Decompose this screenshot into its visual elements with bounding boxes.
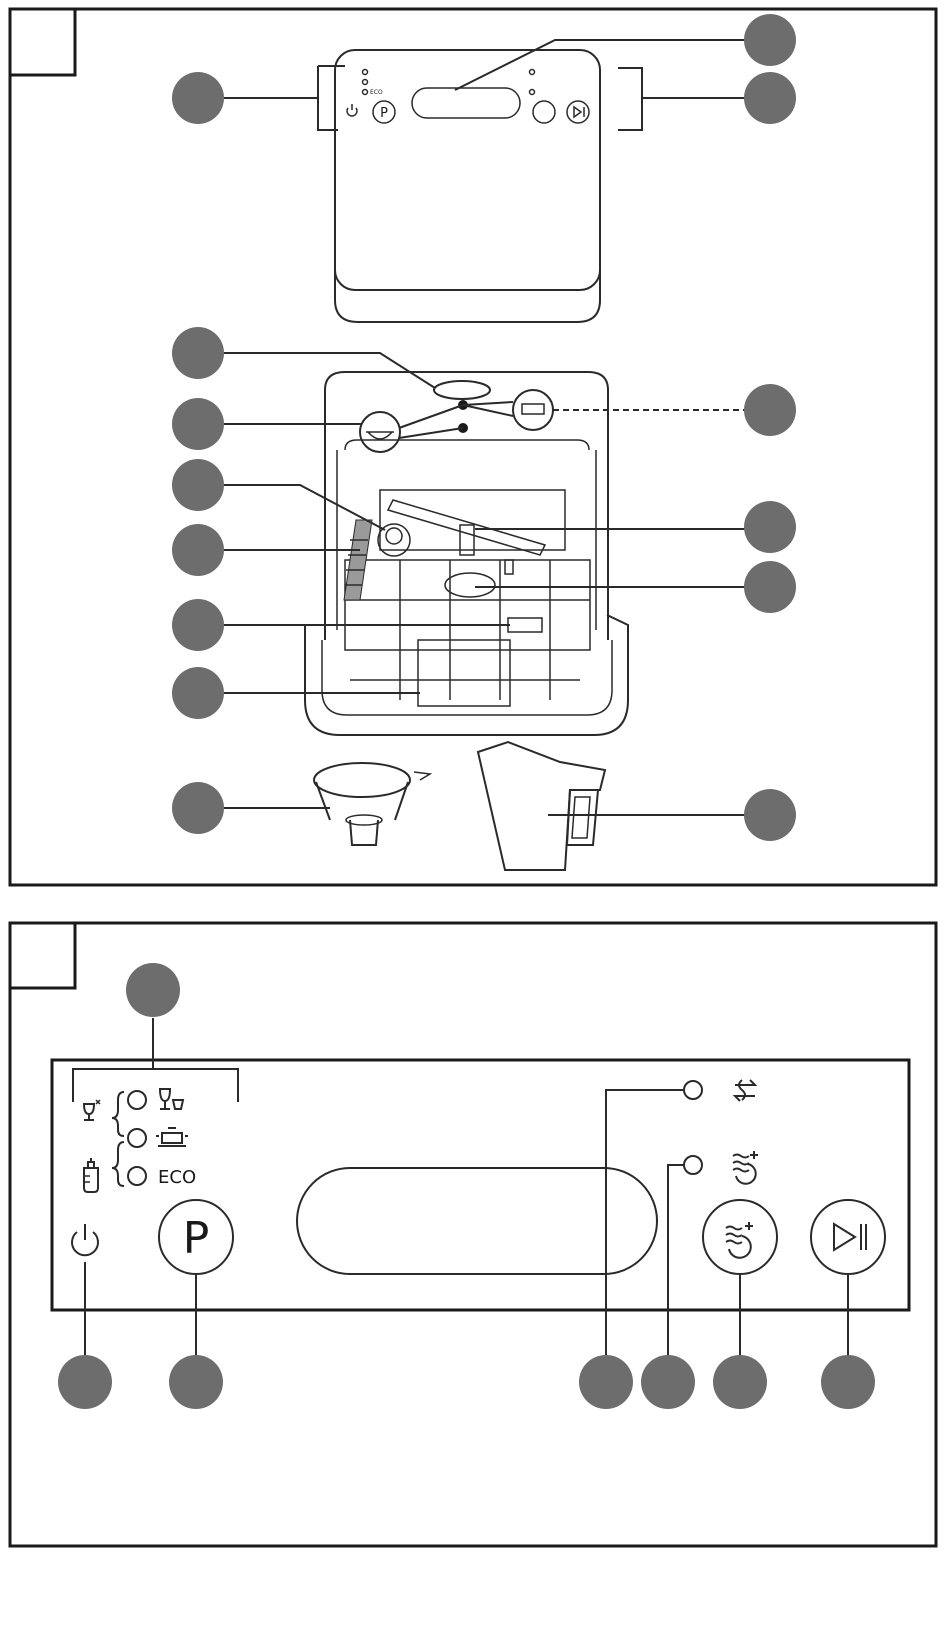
rinse-icon <box>735 1080 755 1101</box>
water-fill-cap <box>434 381 490 399</box>
funnel <box>314 763 430 845</box>
play-pause-icon[interactable] <box>834 1224 866 1250</box>
callout-bubble <box>172 327 224 379</box>
leader-fill-cap <box>224 353 435 388</box>
open-inner-walls <box>337 450 596 630</box>
led-eco-program <box>128 1167 146 1185</box>
funnel-neck <box>346 815 382 825</box>
program-button-label: P <box>183 1213 210 1264</box>
start-pause-button[interactable] <box>811 1200 885 1274</box>
display-window-small <box>412 88 520 118</box>
funnel-tab <box>414 772 430 780</box>
panel-b-corner-tab <box>10 923 75 988</box>
bracket-right <box>618 68 642 130</box>
callout-bubble <box>172 599 224 651</box>
dishwasher-open <box>305 372 628 735</box>
glass-wash-icon <box>84 1100 100 1120</box>
filter-sump <box>445 573 495 597</box>
led-small-1 <box>363 70 368 75</box>
start-pause-button-small <box>567 101 589 123</box>
magnifier-left-detail <box>366 432 394 439</box>
door-inner <box>322 640 612 715</box>
program-led-bracket <box>73 1069 238 1102</box>
panel-a-corner-tab <box>10 9 75 75</box>
callout-bubble <box>713 1355 767 1409</box>
dishwasher-front: P ECO <box>318 50 642 322</box>
callout-bubble <box>172 459 224 511</box>
basket-grid <box>345 560 590 700</box>
program-button[interactable]: P <box>159 1200 233 1274</box>
callout-bubble <box>126 963 180 1017</box>
eco-label-small: ECO <box>370 89 383 96</box>
callout-bubble <box>744 501 796 553</box>
callout-bubble <box>744 14 796 66</box>
magnifier-pointers <box>399 402 513 438</box>
brace-lower <box>112 1142 124 1186</box>
led-extra-dry <box>684 1156 702 1174</box>
led-rinse <box>684 1081 702 1099</box>
funnel-rim <box>314 763 410 797</box>
led-small-4 <box>530 70 535 75</box>
back-wall <box>380 490 565 550</box>
magnifier-right <box>513 390 553 430</box>
callout-bubble <box>172 72 224 124</box>
callout-bubble <box>169 1355 223 1409</box>
baby-bottle-icon <box>84 1158 98 1192</box>
panel-b: ECO P <box>10 923 936 1546</box>
callout-bubble <box>172 667 224 719</box>
display-window <box>297 1168 657 1274</box>
panel-a-frame <box>10 9 936 885</box>
callout-bubble <box>744 72 796 124</box>
rinse-aid-cap-inner <box>386 528 402 544</box>
start-pause-button-ring[interactable] <box>811 1200 885 1274</box>
leader-rinse-led <box>606 1090 684 1355</box>
dishwasher-body <box>335 50 600 290</box>
detergent-box <box>508 618 542 632</box>
led-pot-program <box>128 1129 146 1147</box>
extra-dry-icon <box>733 1151 758 1184</box>
water-jug <box>478 742 605 870</box>
play-pause-icon-small <box>574 107 584 117</box>
open-inner-top <box>345 440 589 450</box>
callout-bubble <box>172 782 224 834</box>
callout-bubble <box>744 561 796 613</box>
callouts-panel-a <box>172 14 796 841</box>
callout-bubble <box>744 789 796 841</box>
callout-bubble <box>641 1355 695 1409</box>
callout-bubble <box>58 1355 112 1409</box>
power-icon[interactable] <box>72 1224 98 1255</box>
extra-dry-button-small <box>533 101 555 123</box>
glass-cup-icon <box>160 1089 183 1109</box>
door-outline <box>305 615 628 735</box>
jug-body <box>478 742 605 870</box>
callout-bubble <box>579 1355 633 1409</box>
panel-a: P ECO <box>10 9 936 885</box>
extra-dry-button-icon[interactable] <box>726 1222 753 1258</box>
led-small-5 <box>530 90 535 95</box>
leader-extra-dry-led <box>668 1165 684 1355</box>
spray-arm <box>388 500 545 555</box>
power-icon-small <box>347 104 357 116</box>
led-small-2 <box>363 80 368 85</box>
nozzle <box>505 560 513 574</box>
callout-bubble <box>172 524 224 576</box>
callout-bubble <box>821 1355 875 1409</box>
pot-icon <box>156 1128 188 1146</box>
program-button-small-label: P <box>380 106 388 121</box>
callout-bubble <box>172 398 224 450</box>
callout-bubble <box>744 384 796 436</box>
magnifier-right-detail <box>522 404 544 414</box>
led-small-3 <box>363 90 368 95</box>
jug-handle-inner <box>572 797 590 838</box>
power-button[interactable] <box>72 1224 98 1255</box>
brace-upper <box>112 1092 124 1136</box>
eco-label: ECO <box>158 1167 196 1188</box>
led-glass-program <box>128 1091 146 1109</box>
program-leds: ECO <box>84 1089 196 1192</box>
extra-dry-button[interactable] <box>703 1200 777 1274</box>
